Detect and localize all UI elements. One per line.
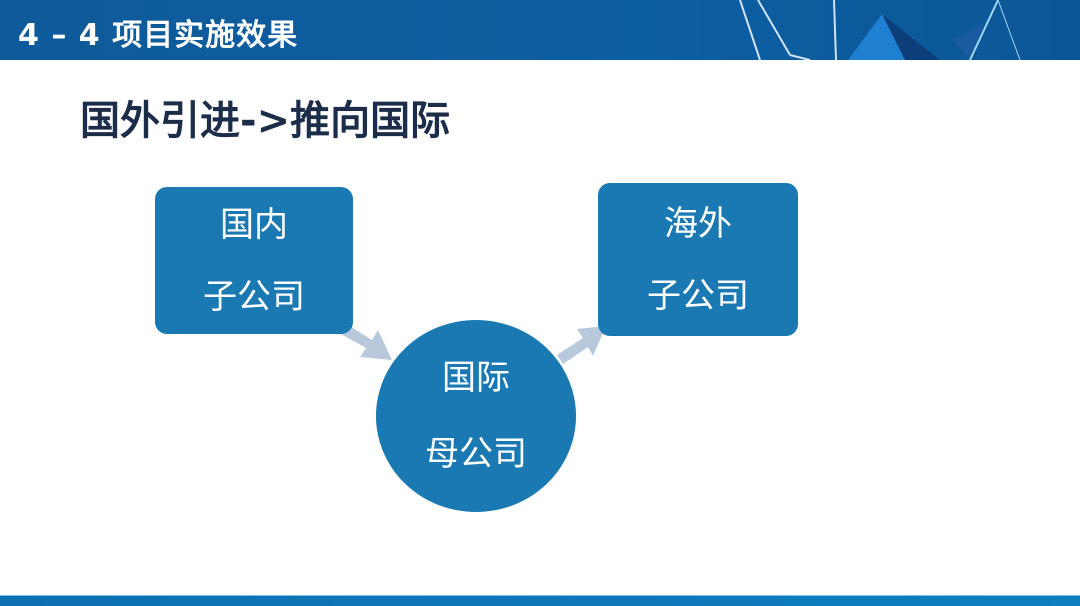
node-label: 海外 <box>664 203 732 244</box>
node-label: 子公司 <box>203 276 305 317</box>
footer-bar <box>0 595 1080 606</box>
header-bar: 4 – 4 项目实施效果 <box>0 0 1080 60</box>
node-label: 母公司 <box>425 434 527 474</box>
international-parent-node: 国际 母公司 <box>376 320 576 512</box>
overseas-subsidiary-node: 海外 子公司 <box>598 183 798 336</box>
node-label: 国内 <box>220 204 288 245</box>
slide-title: 国外引进->推向国际 <box>80 98 451 144</box>
node-label: 子公司 <box>647 275 749 316</box>
section-title: 4 – 4 项目实施效果 <box>18 18 299 53</box>
decorative-network-graphic <box>739 0 1021 60</box>
arrow-domestic-to-parent <box>339 323 392 360</box>
node-label: 国际 <box>442 358 510 398</box>
domestic-subsidiary-node: 国内 子公司 <box>155 187 353 334</box>
arrow-parent-to-overseas <box>557 326 606 364</box>
